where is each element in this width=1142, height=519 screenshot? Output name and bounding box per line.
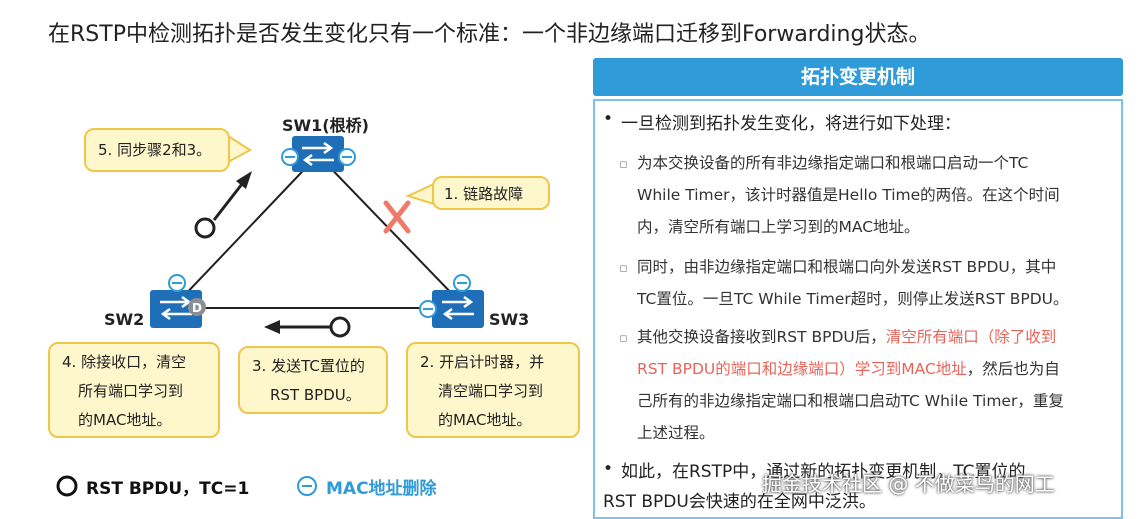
callout-step4: 4. 除接收口，清空 所有端口学习到 的MAC地址。	[48, 342, 220, 438]
sw3-label: SW3	[489, 310, 530, 329]
legend-mac-delete-label: MAC地址删除	[326, 479, 437, 499]
sub-dot-1: ▫	[619, 157, 628, 172]
legend-mac-delete-icon	[297, 476, 317, 496]
bpdu-arrow-up	[194, 171, 252, 239]
switch-sw3-icon	[419, 274, 484, 328]
topology-diagram: D	[56, 134, 484, 497]
callout-step1: 1. 链路故障	[432, 176, 550, 210]
callout-step3: 3. 发送TC置位的 RST BPDU。	[238, 346, 388, 414]
panel-header: 拓扑变更机制	[593, 58, 1123, 96]
switch-sw2-icon: D	[150, 274, 206, 328]
switch-sw1-icon	[281, 136, 356, 172]
sub-item-1: 为本交换设备的所有非边缘指定端口和根端口启动一个TC While Timer，该…	[637, 154, 1060, 236]
watermark: 掘金技术社区 @ 不做菜鸟的网工	[762, 472, 1055, 496]
bullet-2: 如此，在RSTP中，通过新的拓扑变更机制，TC置位的 RST BPDU会快速的在…	[603, 462, 1026, 512]
sw2-label: SW2	[104, 310, 145, 329]
sub-dot-2: ▫	[619, 261, 628, 276]
legend-bpdu-icon	[56, 475, 78, 497]
callout-tail-1	[405, 182, 435, 206]
callout-tail-5	[227, 134, 252, 164]
link-fault-icon	[383, 200, 411, 234]
sw1-label: SW1(根桥)	[282, 116, 369, 135]
legend-bpdu-label: RST BPDU，TC=1	[86, 479, 250, 499]
page-title: 在RSTP中检测拓扑是否发生变化只有一个标准：一个非边缘端口迁移到Forward…	[48, 22, 931, 47]
sub-dot-3: ▫	[619, 331, 628, 346]
designated-port-mark: D	[192, 301, 202, 315]
bpdu-arrow-left	[264, 316, 351, 338]
callout-step2: 2. 开启计时器，并 清空端口学习到 的MAC地址。	[406, 342, 580, 438]
bullet-1: 一旦检测到拓扑发生变化，将进行如下处理：	[621, 114, 961, 134]
bullet-dot-2: •	[603, 459, 614, 479]
sub-item-3: 其他交换设备接收到RST BPDU后，清空所有端口（除了收到 RST BPDU的…	[637, 328, 1064, 442]
link-sw1-sw2	[179, 154, 319, 301]
callout-step5: 5. 同步骤2和3。	[84, 128, 230, 172]
bullet-dot-1: •	[603, 109, 614, 129]
sub-item-2: 同时，由非边缘指定端口和根端口向外发送RST BPDU，其中 TC置位。一旦TC…	[637, 258, 1069, 308]
panel-body: • 一旦检测到拓扑发生变化，将进行如下处理： ▫ 为本交换设备的所有非边缘指定端…	[593, 99, 1123, 519]
